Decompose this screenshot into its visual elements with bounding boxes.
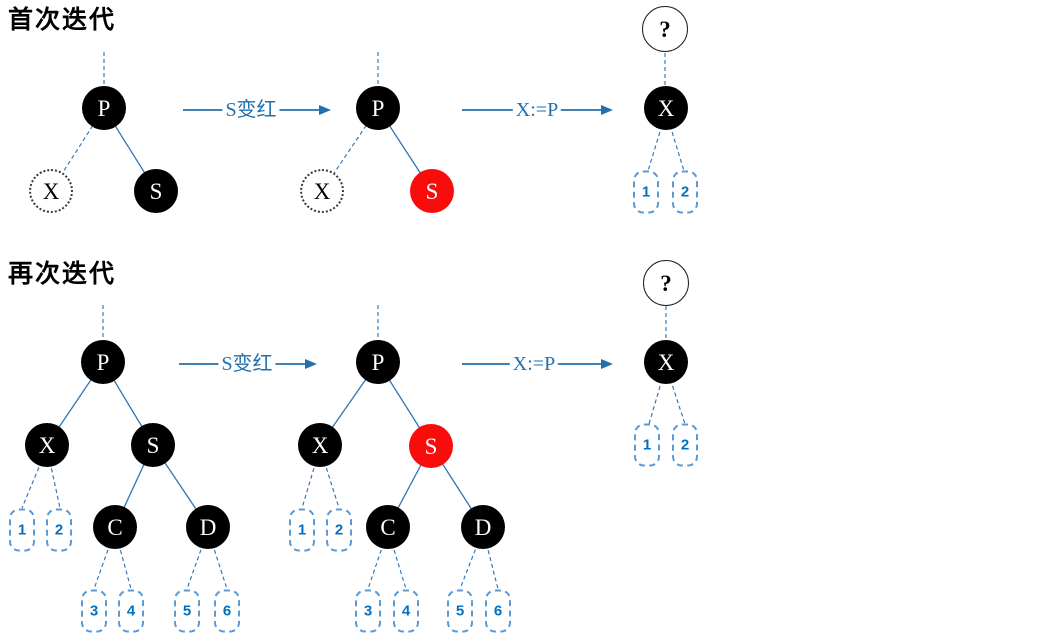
s1-t1-node-p: P xyxy=(82,86,126,130)
s2-t1-leaf-4: 4 xyxy=(118,589,144,633)
s2-t1-leaf-3: 3 xyxy=(81,589,107,633)
s1-t2-node-p: P xyxy=(356,86,400,130)
s1-t2-node-x-nil: X xyxy=(300,169,344,213)
s2-t3-leaf-2: 2 xyxy=(672,423,698,467)
s2-t2-leaf-4: 4 xyxy=(393,589,419,633)
s1-t3-leaf-1: 1 xyxy=(633,170,659,214)
s2-t1-node-c: C xyxy=(93,505,137,549)
s1-t1-node-s: S xyxy=(134,169,178,213)
s2-t1-leaf-6: 6 xyxy=(214,589,240,633)
s2-t1-node-p: P xyxy=(81,340,125,384)
s2-t2-leaf-5: 5 xyxy=(447,589,473,633)
s2-t2-leaf-2: 2 xyxy=(326,508,352,552)
s2-t3-leaf-1: 1 xyxy=(634,423,660,467)
s2-t1-node-x: X xyxy=(25,423,69,467)
s2-t1-node-s: S xyxy=(131,423,175,467)
s2-t2-node-x: X xyxy=(298,423,342,467)
s2-t1-node-d: D xyxy=(186,505,230,549)
s2-t3-node-x: X xyxy=(644,340,688,384)
s1-t3-node-x: X xyxy=(644,86,688,130)
section1-title: 首次迭代 xyxy=(8,7,117,34)
s1-t2-node-s-red: S xyxy=(410,169,454,213)
s2-t2-leaf-1: 1 xyxy=(289,508,315,552)
s1-t3-leaf-2: 2 xyxy=(672,170,698,214)
s2-t1-leaf-2: 2 xyxy=(46,508,72,552)
s2-t3-node-unknown: ? xyxy=(643,260,689,306)
s2-t2-leaf-6: 6 xyxy=(485,589,511,633)
s2-t1-leaf-5: 5 xyxy=(174,589,200,633)
s2-arrow-label-x-assign: X:=P xyxy=(509,354,559,374)
section2-title: 再次迭代 xyxy=(8,261,117,288)
s2-t2-node-p: P xyxy=(356,340,400,384)
s1-t3-node-unknown: ? xyxy=(642,6,688,52)
s2-t1-leaf-1: 1 xyxy=(9,508,35,552)
s1-arrow-label-x-assign: X:=P xyxy=(512,100,562,120)
s2-t2-node-c: C xyxy=(366,505,410,549)
s1-arrow-label-s-turns-red: S变红 xyxy=(222,100,280,120)
s1-t1-node-x-nil: X xyxy=(29,169,73,213)
s2-t2-node-d: D xyxy=(461,505,505,549)
s2-t2-leaf-3: 3 xyxy=(355,589,381,633)
s2-arrow-label-s-turns-red: S变红 xyxy=(218,354,276,374)
s2-t2-node-s-red: S xyxy=(409,424,453,468)
